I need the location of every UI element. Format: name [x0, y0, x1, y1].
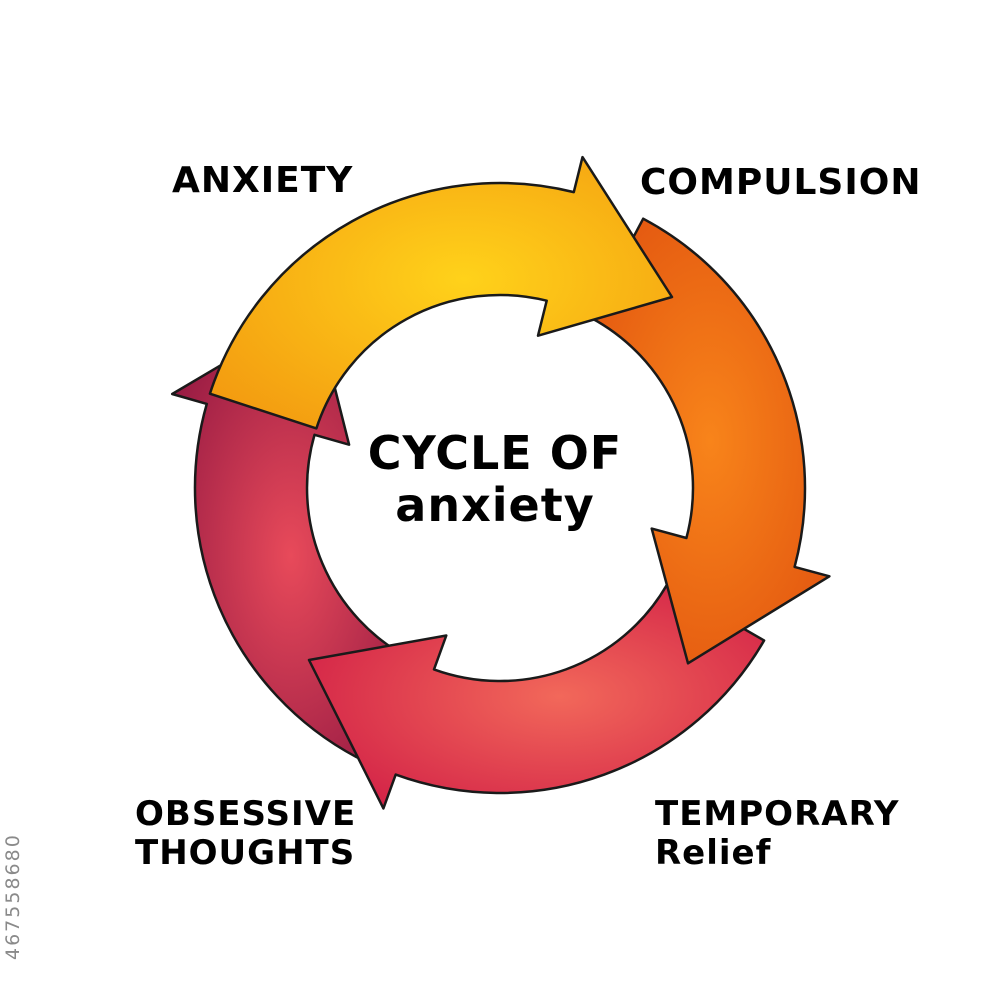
stage-label-obsessive-thoughts: OBSESSIVE THOUGHTS — [135, 794, 357, 874]
stage-label-obsessive-line1: OBSESSIVE — [135, 794, 357, 834]
cycle-arrow-compulsion — [589, 217, 831, 665]
stage-label-temporary-relief: TEMPORARY Relief — [655, 794, 900, 874]
cycle-arrow-relief — [307, 583, 766, 810]
stage-label-compulsion-text: COMPULSION — [640, 162, 922, 203]
cycle-arrow-anxiety — [208, 155, 674, 430]
cycle-arrow-obsessive — [170, 308, 411, 759]
stage-label-obsessive-line2: THOUGHTS — [135, 833, 356, 874]
stage-label-compulsion: COMPULSION — [640, 162, 921, 203]
stage-label-relief-line1: TEMPORARY — [655, 794, 900, 834]
center-title-line1: CYCLE OF — [367, 426, 623, 480]
center-title: CYCLE OF anxiety — [340, 426, 650, 532]
stage-label-anxiety: ANXIETY — [172, 160, 353, 201]
stage-label-anxiety-text: ANXIETY — [172, 160, 354, 201]
stage-label-relief-line2: Relief — [655, 833, 772, 874]
center-title-line2: anxiety — [395, 477, 595, 532]
stock-id-watermark: 467558680 — [2, 833, 24, 960]
